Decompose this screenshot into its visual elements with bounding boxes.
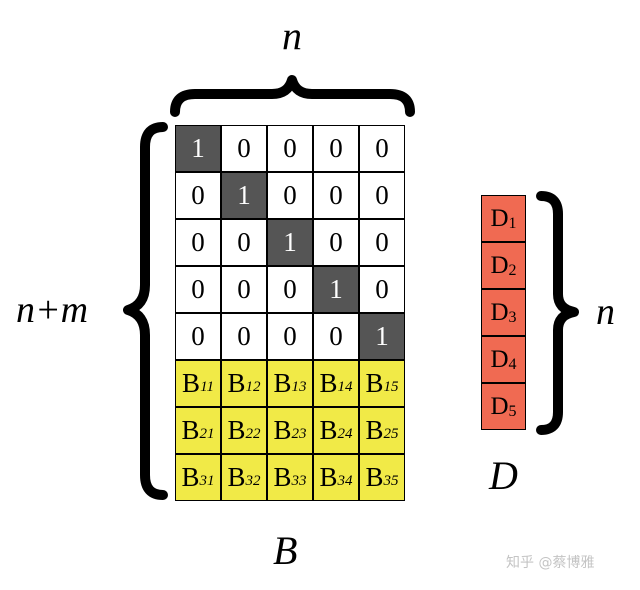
identity-zero-cell: 0 — [175, 266, 221, 313]
top-brace — [170, 75, 415, 117]
b-cell-base: B — [319, 415, 338, 445]
b-cell-subscript: 12 — [245, 379, 261, 395]
b-cell-subscript: 35 — [383, 473, 399, 489]
b-cell-subscript: 31 — [199, 473, 215, 489]
d-cell-subscript: 1 — [508, 214, 517, 232]
b-cell-subscript: 23 — [291, 426, 307, 442]
identity-zero-cell: 0 — [267, 266, 313, 313]
b-cell-base: B — [319, 368, 338, 398]
b-cell-subscript: 21 — [199, 426, 215, 442]
identity-zero-cell: 0 — [313, 172, 359, 219]
vector-d-label: D — [489, 453, 518, 498]
b-cell-base: B — [319, 462, 338, 492]
b-cell-subscript: 24 — [337, 426, 353, 442]
b-cell-subscript: 13 — [291, 379, 307, 395]
d-cell-base: D — [490, 345, 509, 373]
left-brace — [123, 122, 168, 500]
b-cell-base: B — [365, 462, 384, 492]
b-cell-base: B — [273, 462, 292, 492]
identity-zero-cell: 0 — [175, 219, 221, 266]
identity-zero-cell: 0 — [359, 172, 405, 219]
watermark: 知乎 @蔡博雅 — [506, 555, 595, 571]
b-cell-subscript: 25 — [383, 426, 399, 442]
b-cell-subscript: 22 — [245, 426, 261, 442]
b-cell-base: B — [273, 415, 292, 445]
d-cell-base: D — [490, 392, 509, 420]
identity-zero-cell: 0 — [313, 219, 359, 266]
d-cell-base: D — [490, 298, 509, 326]
identity-zero-cell: 0 — [267, 172, 313, 219]
b-cell-base: B — [365, 415, 384, 445]
b-cell-base: B — [181, 415, 200, 445]
identity-zero-cell: 0 — [175, 313, 221, 360]
identity-zero-cell: 0 — [221, 219, 267, 266]
left-n-plus-m-label: n+m — [16, 289, 89, 331]
b-cell-subscript: 34 — [337, 473, 353, 489]
b-cell-subscript: 14 — [337, 379, 353, 395]
identity-zero-cell: 0 — [221, 125, 267, 172]
identity-zero-cell: 0 — [313, 125, 359, 172]
b-cell-base: B — [227, 415, 246, 445]
b-cell-base: B — [227, 368, 246, 398]
identity-zero-cell: 0 — [313, 313, 359, 360]
b-cell-base: B — [182, 368, 201, 398]
identity-diagonal-cell: 1 — [359, 313, 405, 360]
d-cell-subscript: 3 — [508, 308, 517, 326]
d-cell-subscript: 5 — [508, 402, 517, 420]
b-cell-subscript: 32 — [245, 473, 261, 489]
bottom-b-label: B — [273, 528, 298, 573]
d-cell-subscript: 4 — [508, 355, 517, 373]
d-cell-base: D — [490, 204, 509, 232]
identity-zero-cell: 0 — [267, 313, 313, 360]
identity-zero-cell: 0 — [359, 125, 405, 172]
b-cell-base: B — [227, 462, 246, 492]
d-cell-base: D — [490, 251, 509, 279]
identity-zero-cell: 0 — [175, 172, 221, 219]
b-cell-base: B — [365, 368, 384, 398]
b-cell-base: B — [181, 462, 200, 492]
identity-zero-cell: 0 — [359, 266, 405, 313]
right-n-label: n — [596, 291, 615, 333]
identity-zero-cell: 0 — [267, 125, 313, 172]
b-cell-subscript: 11 — [200, 379, 214, 395]
identity-zero-cell: 0 — [221, 266, 267, 313]
b-cell-subscript: 33 — [291, 473, 307, 489]
identity-diagonal-cell: 1 — [313, 266, 359, 313]
b-cell-base: B — [273, 368, 292, 398]
identity-diagonal-cell: 1 — [267, 219, 313, 266]
identity-zero-cell: 0 — [359, 219, 405, 266]
top-n-label: n — [282, 13, 302, 58]
b-cell-subscript: 15 — [383, 379, 399, 395]
identity-diagonal-cell: 1 — [221, 172, 267, 219]
identity-zero-cell: 0 — [221, 313, 267, 360]
d-cell-subscript: 2 — [508, 261, 517, 279]
right-brace — [536, 191, 579, 435]
identity-diagonal-cell: 1 — [175, 125, 221, 172]
